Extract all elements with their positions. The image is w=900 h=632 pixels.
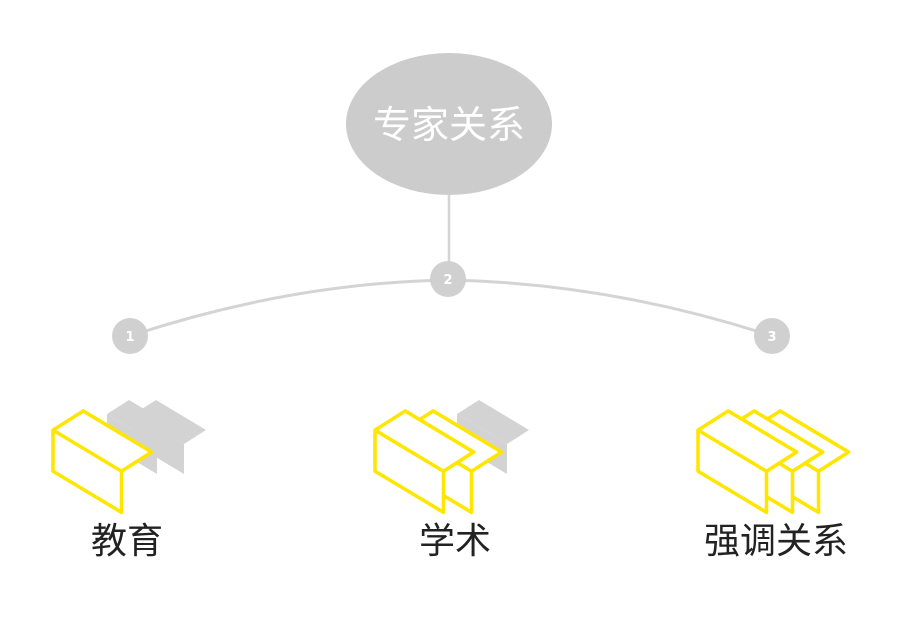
title-bubble: 专家关系	[346, 53, 552, 195]
node-number: 1	[125, 330, 134, 345]
label-education: 教育	[91, 521, 163, 562]
title-ellipse	[346, 53, 552, 195]
one-of-two-blocks-icon	[51, 400, 206, 515]
label-emphasize-relationship: 强调关系	[704, 521, 848, 562]
node-circle	[112, 318, 148, 354]
node-circle	[754, 318, 790, 354]
node-3: 3	[754, 318, 790, 354]
two-of-three-blocks-icon	[373, 400, 529, 515]
three-blocks-icon	[696, 409, 851, 515]
node-circle	[430, 261, 466, 297]
title-text: 专家关系	[373, 103, 525, 147]
node-1: 1	[112, 318, 148, 354]
label-academic: 学术	[419, 521, 491, 562]
node-2: 2	[430, 261, 466, 297]
node-number: 2	[443, 273, 452, 288]
node-number: 3	[767, 330, 776, 345]
